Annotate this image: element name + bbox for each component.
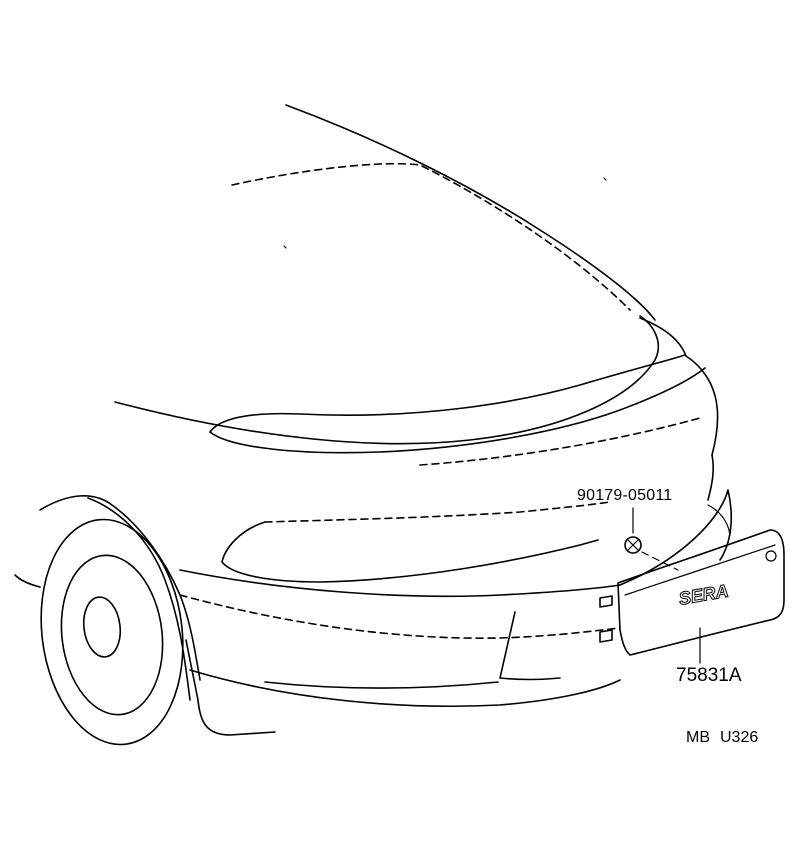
part-number-garnish-plate: 75831A <box>676 665 742 686</box>
spoiler-top <box>639 317 719 456</box>
bumper-mid <box>179 594 621 639</box>
emblem-lettering: SERA <box>677 581 730 609</box>
bumper-top <box>179 569 621 598</box>
roof-line <box>285 104 656 321</box>
bumper-lower <box>189 669 621 708</box>
trunk-line <box>114 315 660 445</box>
garnish-inner <box>624 544 776 596</box>
tire-inner <box>60 554 164 716</box>
wheel-arch-outer <box>87 497 191 701</box>
bolt-detail <box>627 539 639 551</box>
garnish-plate <box>617 529 785 656</box>
tail-lamp <box>221 521 599 583</box>
tail-lamp-top <box>264 501 611 523</box>
tire <box>40 518 184 746</box>
rear-window-line <box>231 162 631 311</box>
window-mark-2 <box>283 245 287 249</box>
plate-recess <box>499 611 561 681</box>
quarter-line <box>707 504 731 536</box>
mud-flap <box>185 639 276 736</box>
spoiler-front <box>209 367 706 454</box>
reference-number: U326 <box>720 729 759 746</box>
body-lower <box>14 574 41 588</box>
bolt-nut <box>624 536 642 554</box>
bolt-path <box>641 551 679 571</box>
rear-quarter <box>707 454 715 501</box>
bumper-right <box>619 489 733 586</box>
garnish-mount-top <box>599 595 613 608</box>
reference-code: MB U326 <box>686 729 768 747</box>
bumper-slot <box>264 681 499 689</box>
hub <box>82 596 122 658</box>
garnish-mount-bottom <box>599 629 613 643</box>
body-side <box>39 495 201 681</box>
rear-panel-line <box>419 417 701 466</box>
spoiler-outline <box>209 354 686 433</box>
garnish-hole <box>765 550 777 562</box>
reference-prefix: MB <box>686 729 710 746</box>
emblem-text: SERA <box>677 580 731 609</box>
window-mark <box>603 177 607 181</box>
part-number-bolt: 90179-05011 <box>577 487 673 504</box>
